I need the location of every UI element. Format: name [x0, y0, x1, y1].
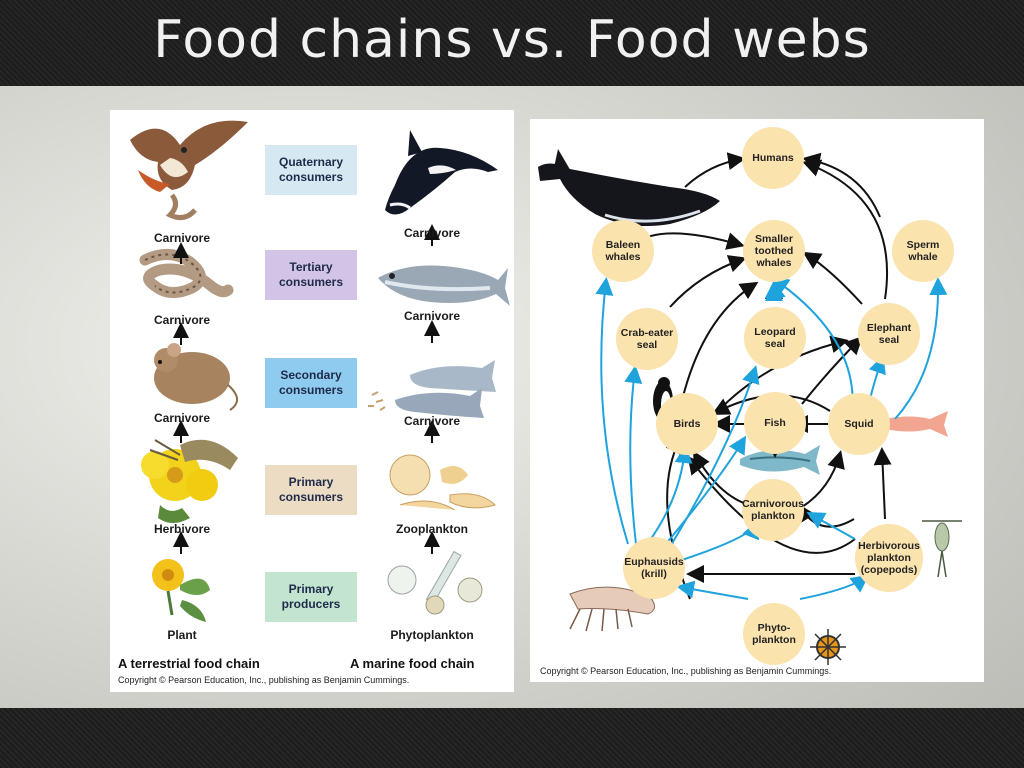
node-birds: Birds — [656, 393, 718, 455]
terrestrial-caption: A terrestrial food chain — [118, 656, 260, 671]
chain-arrows — [173, 224, 440, 554]
small-fish-icon — [368, 360, 496, 418]
grasshopper-flower-icon — [141, 439, 238, 523]
terrestrial-label: Carnivore — [153, 313, 211, 327]
terrestrial-label: Carnivore — [153, 411, 211, 425]
marine-caption: A marine food chain — [350, 656, 475, 671]
copepod-icon — [922, 520, 962, 578]
node-euphausids-krill: Euphausids(krill) — [623, 537, 685, 599]
web-copyright: Copyright © Pearson Education, Inc., pub… — [540, 666, 832, 676]
orca-icon — [385, 130, 498, 215]
chain-copyright: Copyright © Pearson Education, Inc., pub… — [118, 675, 410, 685]
marine-label: Carnivore — [403, 414, 461, 428]
slide-title: Food chains vs. Food webs — [153, 10, 871, 70]
plant-icon — [152, 559, 210, 622]
node-humans: Humans — [742, 127, 804, 189]
marine-label: Zooplankton — [396, 522, 468, 536]
node-phytoplankton: Phyto-plankton — [743, 603, 805, 665]
zooplankton-icon — [389, 454, 496, 511]
terrestrial-label: Plant — [167, 628, 197, 642]
phytoplankton-cell-icon — [810, 629, 846, 665]
node-squid: Squid — [828, 393, 890, 455]
marine-label: Carnivore — [403, 226, 461, 240]
phytoplankton-icon — [387, 550, 483, 615]
terrestrial-label: Carnivore — [153, 231, 211, 245]
krill-icon — [569, 586, 655, 632]
bottom-bar — [0, 708, 1024, 768]
title-bar: Food chains vs. Food webs — [0, 0, 1024, 86]
marine-label: Carnivore — [403, 309, 461, 323]
mouse-icon — [154, 343, 238, 411]
tuna-icon — [378, 265, 510, 306]
food-chain-illustrations — [130, 120, 510, 622]
baleen-whale-icon — [538, 149, 720, 227]
hawk-icon — [130, 120, 248, 221]
snake-icon — [139, 249, 234, 298]
terrestrial-label: Herbivore — [153, 522, 211, 536]
node-fish: Fish — [744, 392, 806, 454]
marine-label: Phytoplankton — [390, 628, 474, 642]
